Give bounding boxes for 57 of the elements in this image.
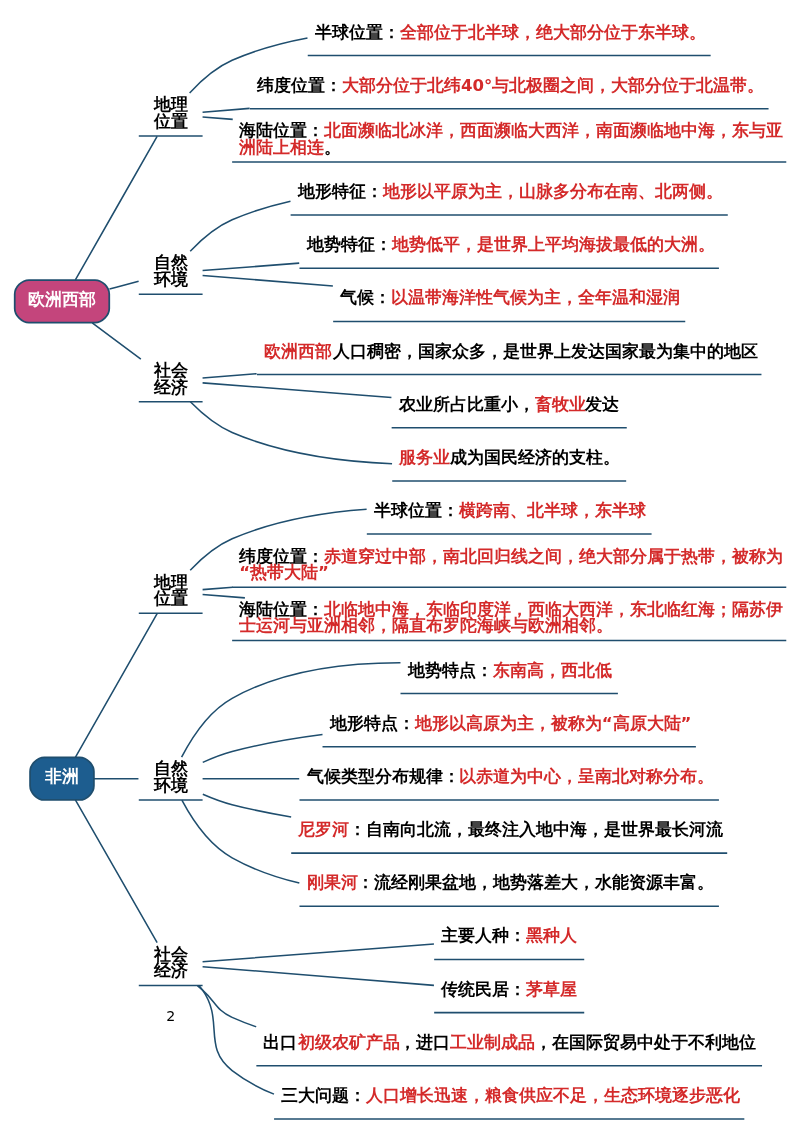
node-text: 社会经济: [153, 361, 188, 397]
connector: [108, 280, 139, 290]
node-box: 欧洲西部: [13, 279, 110, 324]
connector: [201, 793, 292, 818]
node-text: 社会经济: [153, 944, 188, 981]
connector: [180, 661, 401, 758]
connector: [74, 799, 158, 944]
connector: [196, 984, 257, 1028]
node-text: 海陆位置：北面濒临北冰洋，西面濒临大西洋，南面濒临地中海，东与亚洲陆上相连。: [238, 121, 783, 157]
node-text: 气候：以温带海洋性气候为主，全年温和湿润: [339, 288, 680, 308]
connector: [201, 943, 435, 963]
node-text: 地势特征：地势低平，是世界上平均海拔最低的大洲。: [306, 235, 715, 255]
connector: [201, 372, 257, 379]
node-text: 传统民居：茅草屋: [440, 979, 577, 999]
node-text: 尼罗河：自南向北流，最终注入地中海，是世界最长河流: [297, 820, 723, 840]
node-text: 地势特点：东南高，西北低: [407, 660, 612, 680]
node-text: 地理位置: [153, 95, 188, 131]
connector: [201, 274, 334, 287]
connector: [201, 777, 300, 780]
node-text: 半球位置：全部位于北半球，绝大部分位于东半球。: [314, 22, 706, 42]
node-text: 欧洲西部人口稠密，国家众多，是世界上发达国家最为集中的地区: [263, 341, 758, 361]
node-text: 气候类型分布规律：以赤道为中心，呈南北对称分布。: [306, 766, 714, 786]
node-text: 地形特点：地形以高原为主，被称为“高原大陆”: [329, 713, 691, 733]
node-text: 刚果河：流经刚果盆地，地势落差大，水能资源丰富。: [306, 873, 714, 893]
node-text: 三大问题：人口增长迅速，粮食供应不足，生态环境逐步恶化: [280, 1085, 740, 1105]
connector: [201, 262, 300, 272]
node-text: 服务业成为国民经济的支柱。: [398, 447, 620, 467]
node-text: 地理位置: [153, 572, 188, 609]
node-text: 地形特征：地形以平原为主，山脉多分布在南、北两侧。: [297, 182, 723, 201]
connector: [201, 107, 250, 113]
node-text: 纬度位置：大部分位于北纬40°与北极圈之间，大部分位于北温带。: [256, 75, 764, 95]
label: 2: [165, 1008, 175, 1025]
connector: [197, 984, 275, 1095]
node-text: 主要人种：黑种人: [440, 926, 577, 946]
connector: [180, 799, 300, 884]
node-text: 自然环境: [153, 759, 188, 795]
connector: [201, 733, 323, 764]
node-text: 纬度位置：赤道穿过中部，南北回归线之间，绝大部分属于热带，被称为“热带大陆”: [238, 546, 783, 583]
node-text: 出口初级农矿产品，进口工业制成品，在国际贸易中处于不利地位: [262, 1032, 756, 1052]
connector: [189, 401, 393, 465]
connector: [201, 116, 234, 121]
connector: [201, 593, 246, 599]
connector: [74, 612, 158, 759]
connector: [201, 965, 435, 987]
node-box: 非洲: [28, 756, 95, 801]
node-text: 自然环境: [153, 253, 188, 290]
node-text: 半球位置：横跨南、北半球，东半球: [373, 501, 646, 521]
connector: [188, 508, 367, 571]
node-text: 农业所占比重小，畜牧业发达: [398, 394, 619, 414]
connector: [188, 200, 291, 252]
connector: [201, 382, 392, 399]
connector: [74, 135, 158, 281]
connector: [92, 777, 139, 780]
node-text: 海陆位置：北临地中海，东临印度洋，西临大西洋，东北临红海；隔苏伊士运河与亚洲相邻，隔直布罗陀海峡与欧洲相邻。: [238, 599, 783, 636]
connector: [201, 586, 234, 591]
connector: [90, 322, 142, 360]
connector: [188, 37, 308, 94]
